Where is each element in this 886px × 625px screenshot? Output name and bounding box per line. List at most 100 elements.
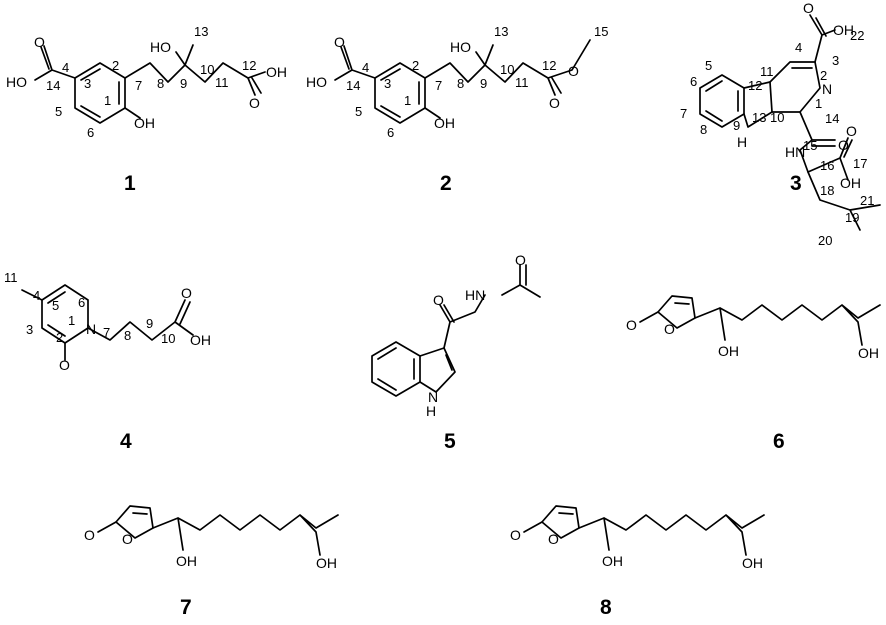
atom-label-O: O — [548, 531, 559, 547]
atom-label-O: O — [510, 527, 521, 543]
atom-number: 19 — [845, 210, 859, 225]
atom-number: 10 — [200, 62, 214, 77]
atom-number: 15 — [803, 138, 817, 153]
atom-number: 14 — [825, 111, 839, 126]
atom-number: 9 — [180, 76, 187, 91]
atom-label-OH: OH — [266, 64, 287, 80]
atom-number: 7 — [435, 78, 442, 93]
atom-label-O: O — [626, 317, 637, 333]
atom-number: 14 — [346, 78, 360, 93]
atom-label-OH: OH — [434, 115, 455, 131]
atom-label-OH: OH — [134, 115, 155, 131]
atom-label-OH: OH — [742, 555, 763, 571]
atom-label-HO: HO — [150, 39, 171, 55]
atom-number: 10 — [161, 331, 175, 346]
compound-label: 4 — [120, 430, 132, 453]
atom-label-N: N — [822, 81, 832, 97]
atom-number: 11 — [215, 75, 229, 90]
compound-label: 5 — [444, 430, 456, 453]
atom-number: 9 — [480, 76, 487, 91]
atom-number: 17 — [853, 156, 867, 171]
atom-label-HO: HO — [450, 39, 471, 55]
atom-label-NH: H — [737, 134, 747, 150]
atom-label-O: O — [838, 137, 849, 153]
atom-number: 18 — [820, 183, 834, 198]
compound-label: 6 — [773, 430, 785, 453]
atom-number: 8 — [457, 76, 464, 91]
atom-label-O: O — [84, 527, 95, 543]
atom-label-O: O — [34, 34, 45, 50]
atom-number: 2 — [412, 58, 419, 73]
atom-number: 15 — [594, 24, 608, 39]
atom-number: 2 — [56, 330, 63, 345]
compound-1-structure: O HO OH HO OH O 4 2 3 1 5 6 14 7 8 9 10 … — [6, 24, 287, 195]
atom-number: 4 — [362, 60, 369, 75]
atom-number: 8 — [700, 122, 707, 137]
atom-number: 3 — [832, 53, 839, 68]
atom-number: 4 — [795, 40, 802, 55]
atom-number: 16 — [820, 158, 834, 173]
atom-label-OH: OH — [176, 553, 197, 569]
atom-label-O: O — [549, 95, 560, 111]
atom-number: 14 — [46, 78, 60, 93]
atom-number: 1 — [68, 313, 75, 328]
atom-label-HN: HN — [785, 144, 805, 160]
atom-label-HN: HN — [465, 287, 485, 303]
atom-label-O: O — [334, 34, 345, 50]
atom-number: 21 — [860, 193, 874, 208]
compound-2-structure: O HO OH HO O O 4 2 3 1 5 6 14 7 8 9 10 1… — [306, 24, 608, 195]
atom-number: 12 — [542, 58, 556, 73]
atom-label-OH: OH — [833, 22, 854, 38]
atom-label-H: H — [426, 403, 436, 419]
atom-number: 6 — [87, 125, 94, 140]
atom-label-OH: OH — [718, 343, 739, 359]
compound-7-structure: O O OH OH 7 — [84, 505, 339, 619]
atom-number: 7 — [103, 325, 110, 340]
compound-6-structure: O O OH OH 6 — [626, 295, 881, 453]
atom-number: 2 — [112, 58, 119, 73]
compound-3-structure: O OH N H HN O O OH 4 3 22 2 1 5 6 7 8 9 … — [680, 0, 881, 248]
atom-number: 11 — [4, 270, 18, 285]
atom-number: 20 — [818, 233, 832, 248]
atom-number: 7 — [680, 106, 687, 121]
atom-number: 5 — [705, 58, 712, 73]
atom-label-OH: OH — [190, 332, 211, 348]
compound-label: 7 — [180, 596, 192, 619]
atom-number: 13 — [494, 24, 508, 39]
atom-label-O: O — [846, 123, 857, 139]
atom-number: 22 — [850, 28, 864, 43]
compound-5-structure: O HN O N H 5 — [371, 252, 541, 453]
atom-label-OH: OH — [858, 345, 879, 361]
compound-4-structure: O N O OH 11 4 5 6 1 3 2 7 8 9 10 4 — [4, 270, 211, 453]
atom-label-N: N — [428, 389, 438, 405]
atom-label-OH: OH — [316, 555, 337, 571]
atom-label-O: O — [181, 285, 192, 301]
compound-label: 3 — [790, 172, 802, 195]
atom-number: 9 — [146, 316, 153, 331]
atom-number: 10 — [770, 110, 784, 125]
atom-number: 3 — [84, 76, 91, 91]
atom-label-O: O — [515, 252, 526, 268]
atom-label-O: O — [664, 321, 675, 337]
atom-number: 10 — [500, 62, 514, 77]
compound-label: 8 — [600, 596, 612, 619]
atom-number: 9 — [733, 118, 740, 133]
atom-label-O: O — [433, 292, 444, 308]
atom-number: 1 — [104, 93, 111, 108]
atom-number: 13 — [194, 24, 208, 39]
atom-label-O: O — [59, 357, 70, 373]
atom-label-HO: HO — [306, 74, 327, 90]
compound-label: 2 — [440, 172, 452, 195]
atom-number: 12 — [748, 78, 762, 93]
atom-label-O: O — [568, 63, 579, 79]
atom-label-OH: OH — [602, 553, 623, 569]
atom-number: 8 — [157, 76, 164, 91]
atom-label-O: O — [249, 95, 260, 111]
atom-number: 1 — [815, 96, 822, 111]
atom-label-N: N — [86, 321, 96, 337]
atom-number: 3 — [26, 322, 33, 337]
atom-label-HO: HO — [6, 74, 27, 90]
compound-8-structure: O O OH OH 8 — [510, 505, 765, 619]
atom-number: 4 — [33, 288, 40, 303]
